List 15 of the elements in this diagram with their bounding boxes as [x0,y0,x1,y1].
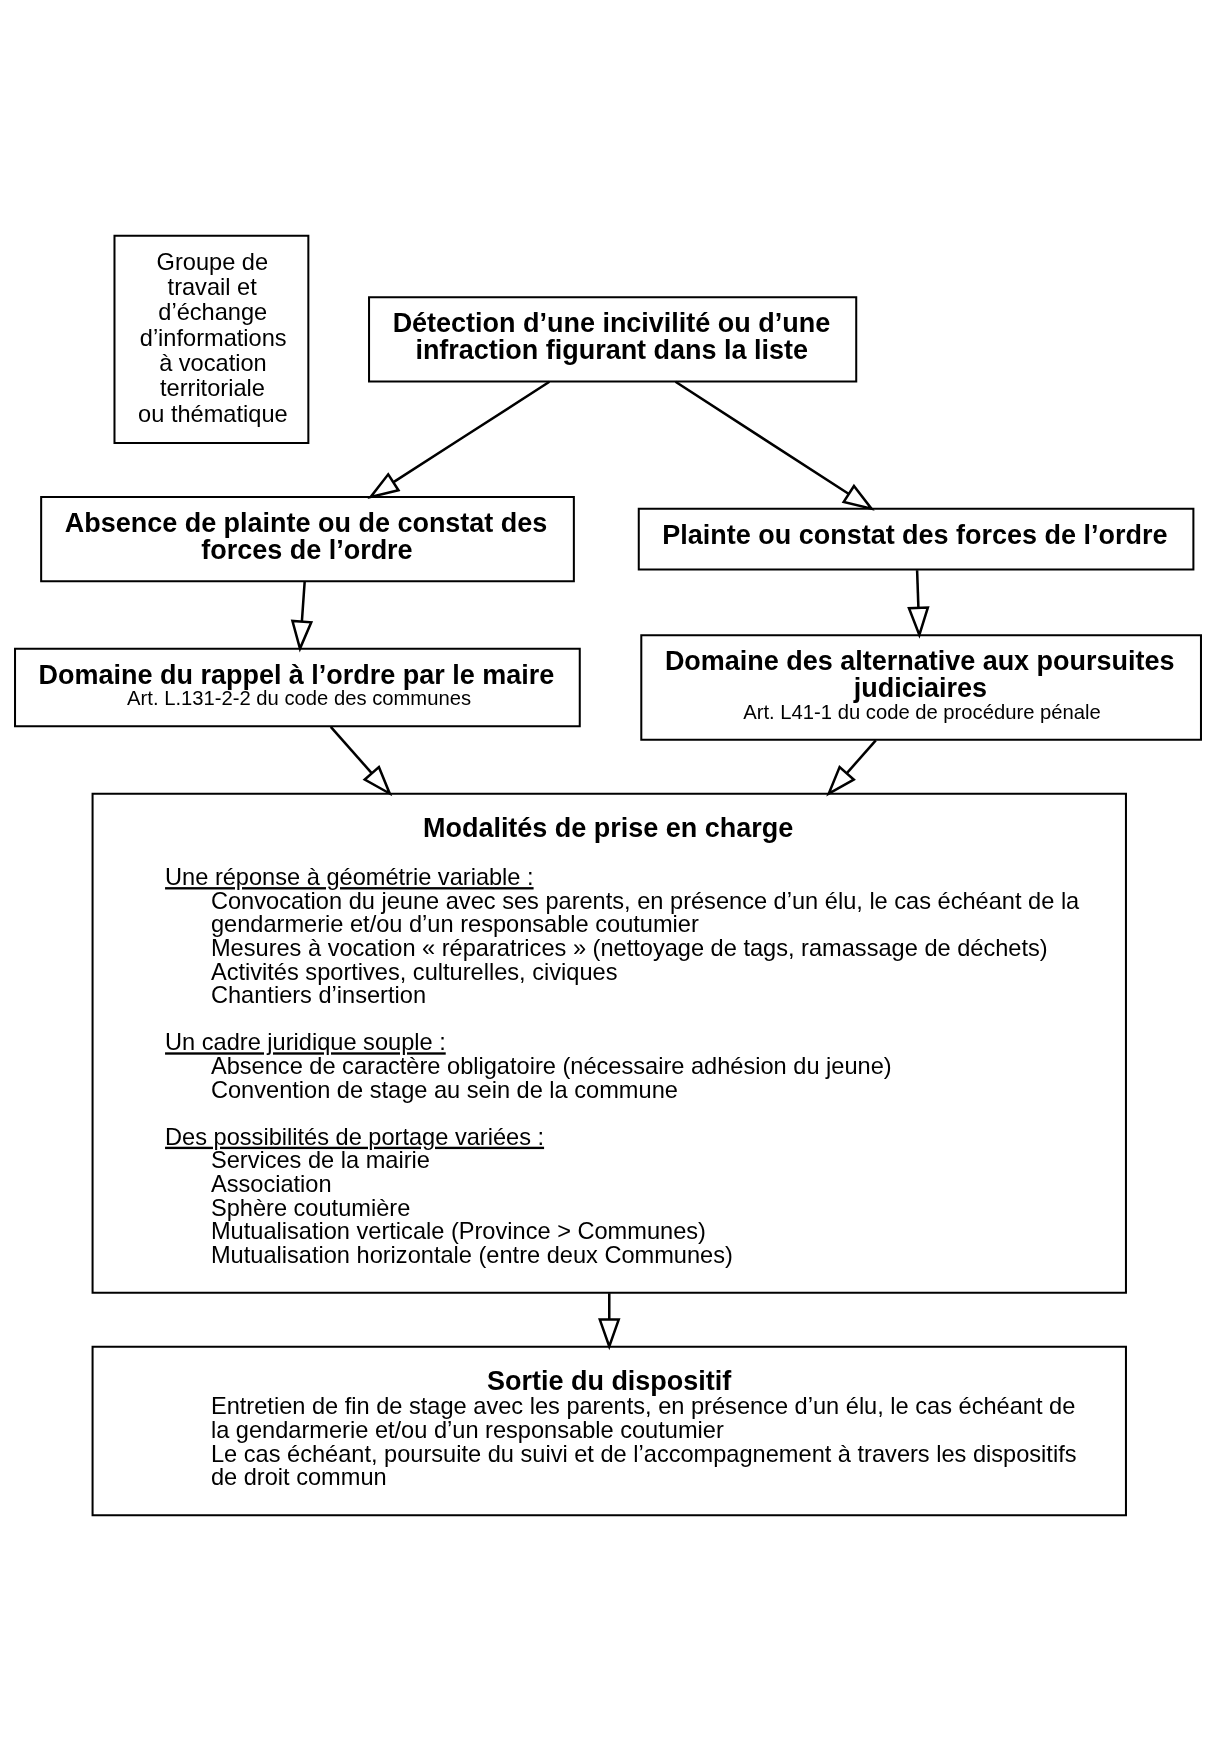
node-box: Sortie du dispositif Entretien de fin de stage avec les parents, en présence d’un élu, le cas échéant de la gendarmerie et/ou d’un responsable coutumier Le cas échéant, poursuite du suivi et de l’accompagnement à travers les dispositifs de droit commun [91,1345,1127,1516]
arrow [674,380,875,511]
node-box: Domaine des alternative aux poursuites judiciaires Art. L41-1 du code de procédure pénale [640,633,1202,741]
node-box: Détection d’une incivilité ou d’une infraction figurant dans la liste [368,295,858,383]
arrow [907,569,930,639]
arrow [826,739,877,796]
node-box: Groupe de travail et d’échange d’informations à vocation territoriale ou thématique [113,234,310,444]
arrow [290,581,314,652]
node-box: Plainte ou constat des forces de l’ordre [637,507,1195,571]
node-box: Modalités de prise en charge Une réponse à géométrie variable : Convocation du jeune avec ses parents, en présence d’un élu, le cas échéant de la gendarmerie et/ou d’un responsable coutumier Mesures à vocation « réparatrices » (nettoyage de tags, ramassage de déchets) Activités sportives, culturelles, civiques Chantiers d’insertion Un cadre juridique souple : Absence de caractère obligatoire (nécessaire adhésion du jeune) Convention de stage au sein de la commune Des possibilités de portage variées : Services de la mairie Association Sphère coutumière Mutualisation verticale (Province > Communes) Mutualisation horizontale (entre deux Communes) [91,792,1127,1294]
node-box: Absence de plainte ou de constat des forces de l’ordre [40,495,575,582]
arrow [598,1292,621,1350]
arrow [329,725,393,796]
node-box: Domaine du rappel à l’ordre par le maire Art. L.131-2-2 du code des communes [14,647,581,727]
arrow [367,380,551,499]
